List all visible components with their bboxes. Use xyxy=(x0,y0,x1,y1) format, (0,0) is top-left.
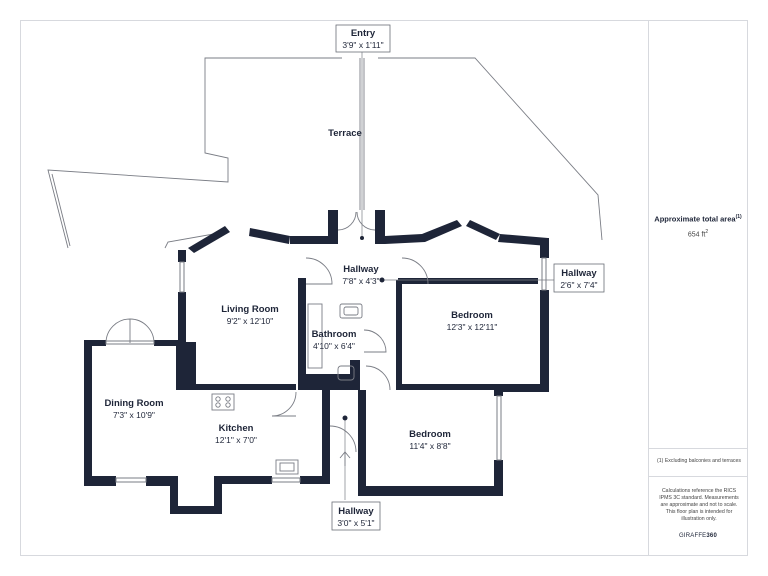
kitchen-dims: 12'1" x 7'0" xyxy=(215,435,257,445)
area-footnote: (1) Excluding balconies and terraces xyxy=(657,458,741,464)
terrace-outline xyxy=(47,57,603,249)
bedroom-1-dims: 12'3" x 12'11" xyxy=(447,322,498,332)
hallway-right-dims: 2'6" x 7'4" xyxy=(560,280,597,290)
bedroom-2-dims: 11'4" x 8'8" xyxy=(409,441,450,451)
dining-room-dims: 7'3" x 10'9" xyxy=(113,410,155,420)
bathroom-name: Bathroom xyxy=(312,329,357,340)
entry-dims: 3'9" x 1'11" xyxy=(342,40,383,50)
hallway-top-dims: 7'8" x 4'3" xyxy=(342,276,379,286)
bedroom-1-name: Bedroom xyxy=(451,310,493,321)
hallway-right-name: Hallway xyxy=(561,268,597,279)
windows xyxy=(105,257,547,483)
entrance-arrow-icon xyxy=(339,451,351,466)
hallway-bottom-name: Hallway xyxy=(338,506,374,517)
total-area-title-text: Approximate total area xyxy=(654,214,736,224)
total-area-footnote-mark: (1) xyxy=(735,214,742,220)
tag-markers xyxy=(342,236,385,421)
total-area-unit-mark: 2 xyxy=(705,228,709,235)
hallway-right-tag: Hallway 2'6" x 7'4" xyxy=(553,263,605,293)
living-room-dims: 9'2" x 12'10" xyxy=(227,316,274,326)
terrace-label: Terrace xyxy=(328,128,362,139)
kitchen-name: Kitchen xyxy=(219,423,254,434)
total-area-value-text: 654 ft xyxy=(687,230,706,238)
disclaimer-text: Calculations reference the RICS IPMS 3C … xyxy=(659,488,739,522)
doors xyxy=(105,211,429,453)
total-area-title: Approximate total area(1) xyxy=(650,214,746,224)
bathroom-dims: 4'10" x 6'4" xyxy=(313,341,355,351)
entry-tag: Entry 3'9" x 1'11" xyxy=(335,24,391,53)
sidebar-rule-top xyxy=(648,448,748,449)
brand-name-light: GIRAFFE xyxy=(678,533,707,539)
fixtures xyxy=(211,303,363,475)
entry-name: Entry xyxy=(351,28,376,39)
brand-logo: GIRAFFE360 xyxy=(650,533,746,539)
bedroom-2-name: Bedroom xyxy=(409,429,451,440)
hallway-top-name: Hallway xyxy=(343,264,379,275)
sidebar-divider xyxy=(648,20,649,556)
dining-room-name: Dining Room xyxy=(104,398,163,409)
total-area-value: 654 ft2 xyxy=(650,229,746,238)
hallway-bottom-dims: 3'0" x 5'1" xyxy=(337,518,374,528)
hallway-bottom-tag: Hallway 3'0" x 5'1" xyxy=(331,501,381,531)
brand-name-bold: 360 xyxy=(706,533,718,539)
living-room-name: Living Room xyxy=(221,304,279,315)
walls xyxy=(84,210,549,514)
sidebar-rule-bottom xyxy=(648,476,748,477)
plan-frame xyxy=(20,20,748,556)
total-area-panel: Approximate total area(1) 654 ft2 xyxy=(650,214,746,238)
